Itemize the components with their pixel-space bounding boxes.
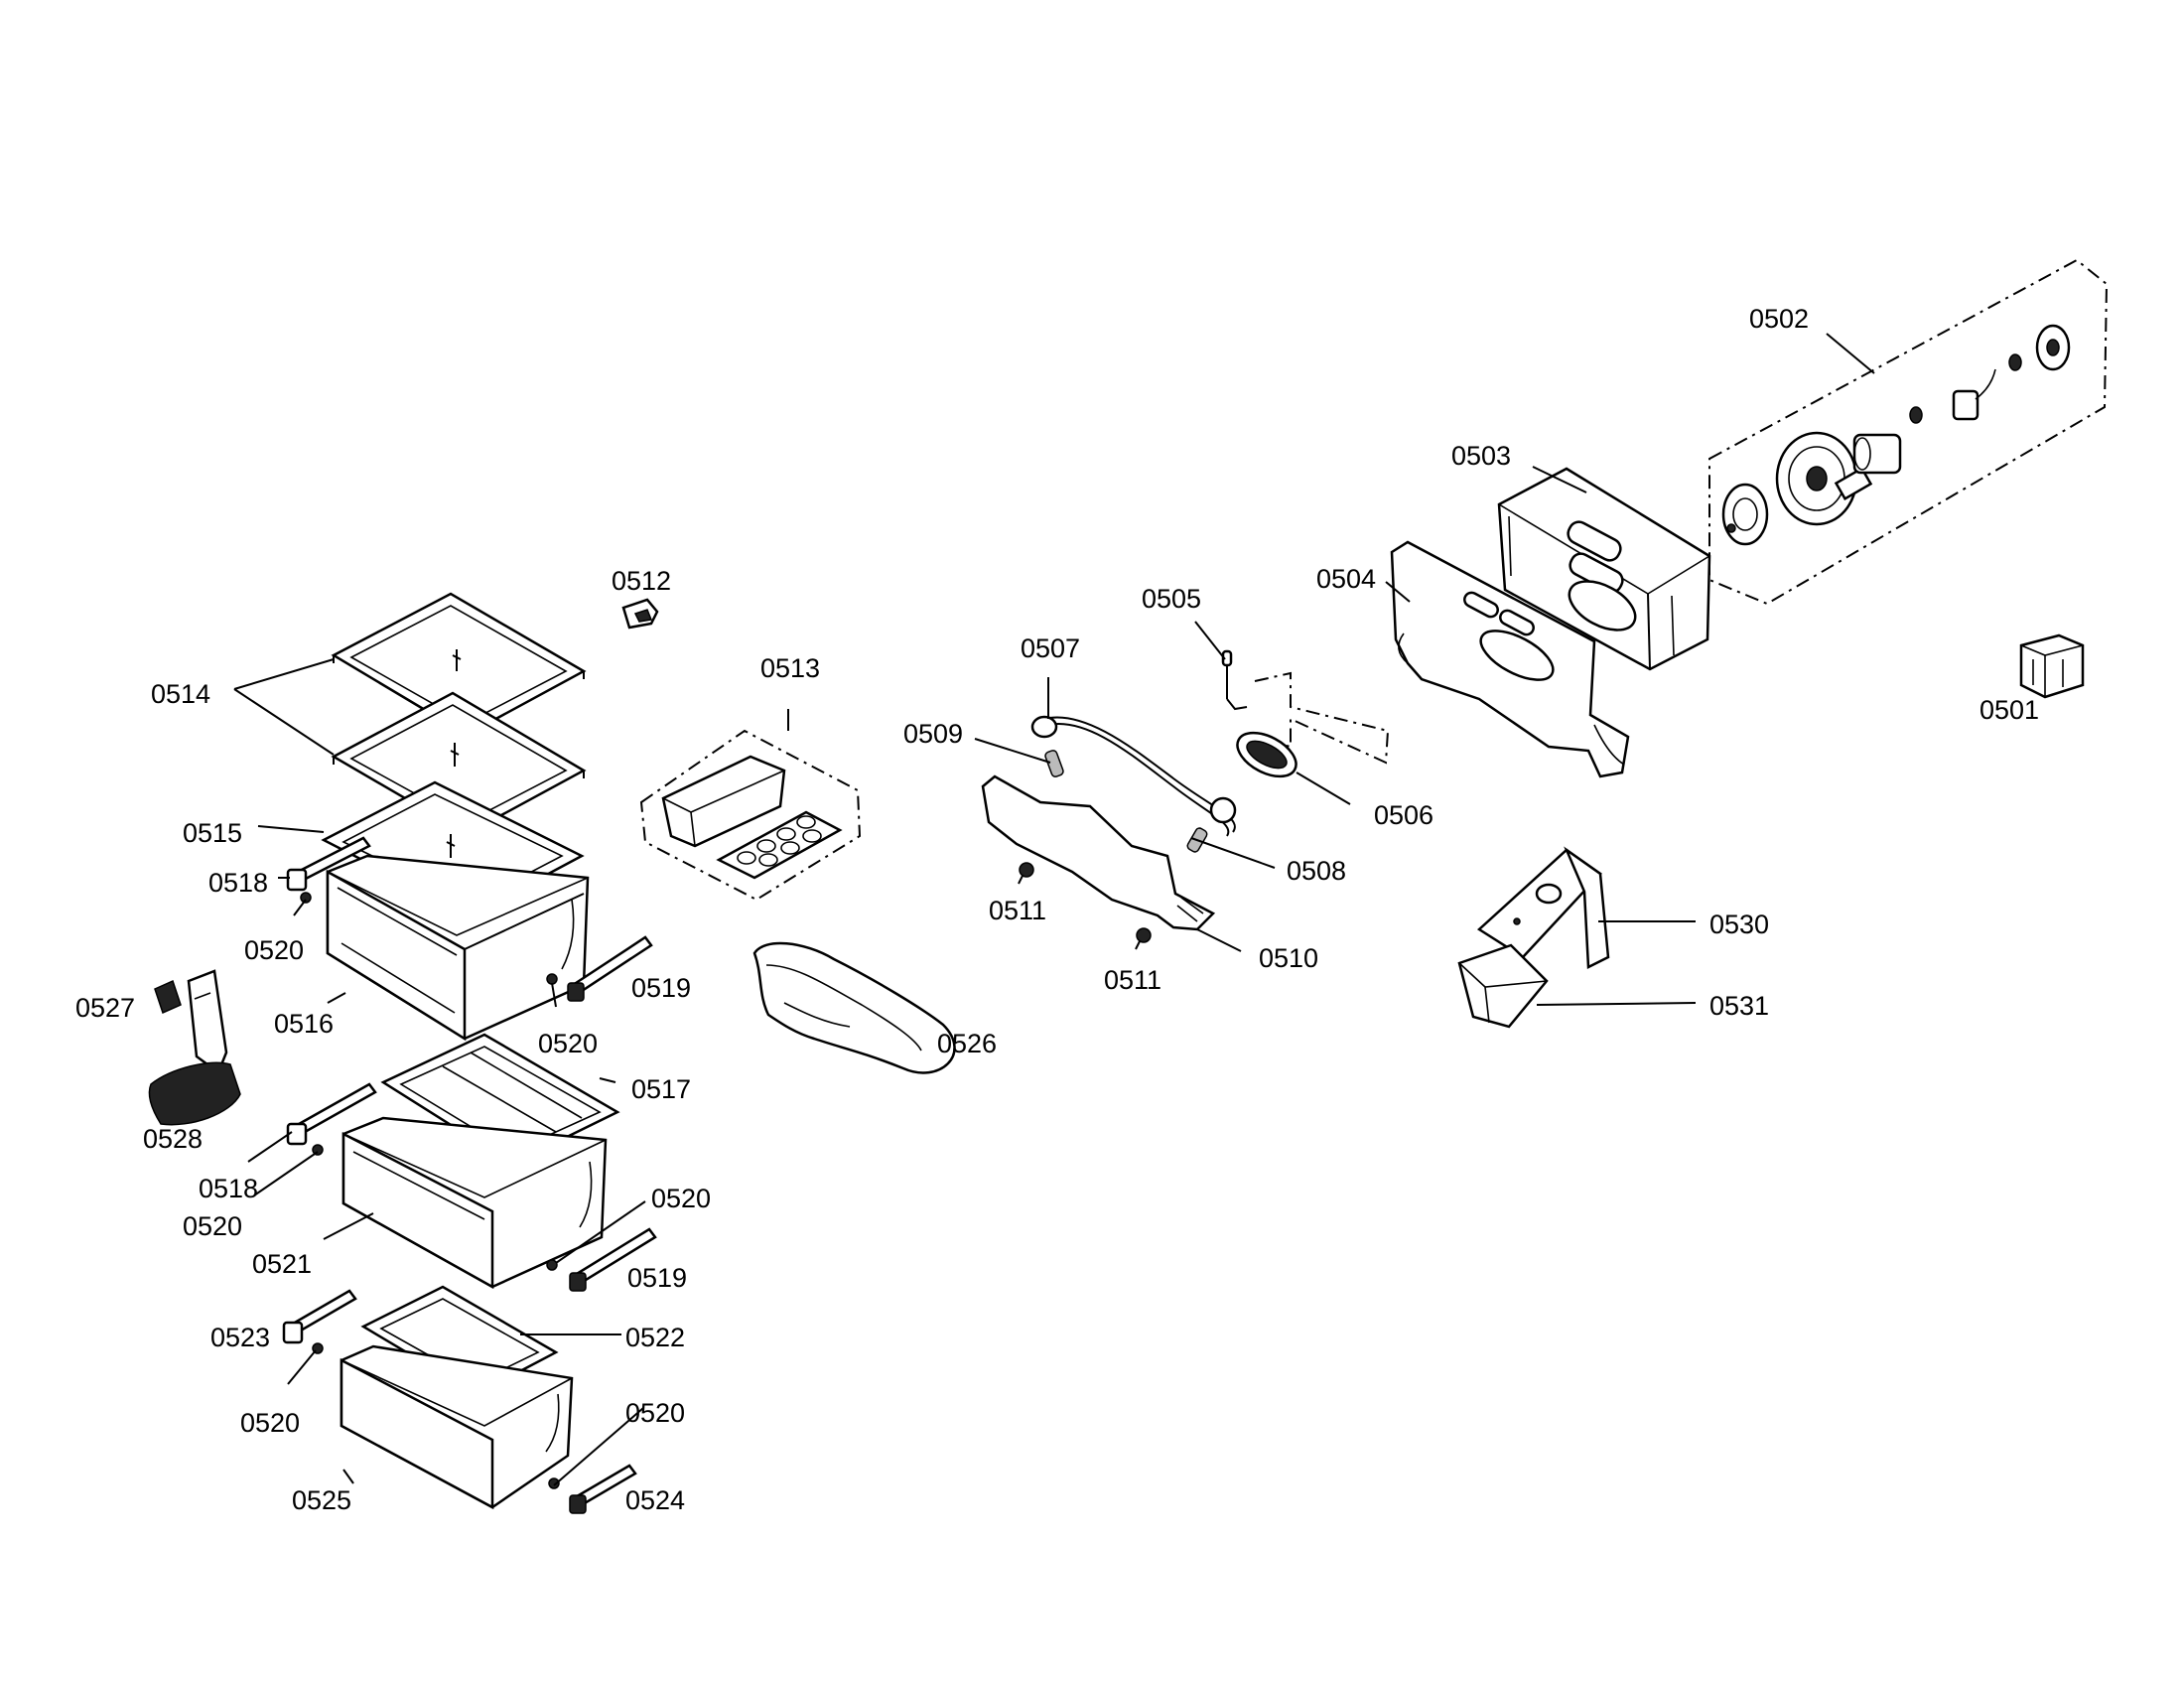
label-0504: 0504 — [1316, 564, 1376, 594]
label-0517: 0517 — [631, 1074, 691, 1104]
label-0524: 0524 — [625, 1485, 685, 1515]
label-0514: 0514 — [151, 679, 210, 709]
air-duct-hose — [752, 941, 956, 1074]
label-0513: 0513 — [760, 653, 820, 683]
shelf-pins — [446, 649, 462, 858]
egg-tray-assembly — [639, 729, 862, 902]
damper-box — [1457, 943, 1549, 1029]
crisper-drawer-lower — [340, 1344, 574, 1510]
mounting-bracket — [1476, 846, 1610, 970]
label-0501: 0501 — [1979, 695, 2039, 725]
drawer-slide-middle-right — [546, 1227, 657, 1292]
label-0518-middle: 0518 — [199, 1174, 258, 1203]
label-0509: 0509 — [903, 719, 963, 749]
label-0521: 0521 — [252, 1249, 312, 1279]
oval-grommet — [1236, 731, 1297, 778]
label-0525: 0525 — [292, 1485, 351, 1515]
label-0516: 0516 — [274, 1009, 334, 1039]
evaporator-cover-plate — [1390, 540, 1630, 778]
label-0523: 0523 — [210, 1323, 270, 1352]
shelf-clip — [621, 598, 659, 630]
duct-cover — [981, 774, 1216, 931]
screws-0511 — [1018, 862, 1152, 950]
label-0518-upper: 0518 — [208, 868, 268, 898]
label-0526: 0526 — [937, 1029, 997, 1058]
drawer-slide-lower-right — [548, 1464, 637, 1514]
label-0512: 0512 — [612, 566, 671, 596]
label-0520-d: 0520 — [651, 1184, 711, 1213]
wire-harness — [1030, 715, 1237, 853]
label-0510: 0510 — [1259, 943, 1318, 973]
label-0505: 0505 — [1142, 584, 1201, 614]
drawer-slide-lower-left — [282, 1289, 357, 1354]
label-0527: 0527 — [75, 993, 135, 1023]
label-0519-middle: 0519 — [627, 1263, 687, 1293]
label-0519-upper: 0519 — [631, 973, 691, 1003]
crisper-drawer-upper — [326, 854, 590, 1042]
label-0520-a: 0520 — [244, 935, 304, 965]
label-0520-e: 0520 — [240, 1408, 300, 1438]
leader-lines — [233, 333, 1875, 1486]
label-0531: 0531 — [1709, 991, 1769, 1021]
crisper-drawer-middle — [341, 1116, 608, 1290]
fan-motor-assembly — [1708, 258, 2109, 606]
label-0528: 0528 — [143, 1124, 203, 1154]
label-0511-left: 0511 — [989, 896, 1046, 925]
label-0530: 0530 — [1709, 910, 1769, 939]
label-0515: 0515 — [183, 818, 242, 848]
label-0508: 0508 — [1287, 856, 1346, 886]
drawer-slide-upper-left — [286, 836, 371, 904]
label-0522: 0522 — [625, 1323, 685, 1352]
label-0520-f: 0520 — [625, 1398, 685, 1428]
label-0520-c: 0520 — [183, 1211, 242, 1241]
part-number-labels: 0501 0502 0503 0504 0505 0506 0507 0508 … — [75, 304, 2039, 1515]
control-block-part — [2019, 633, 2085, 699]
label-0507: 0507 — [1021, 633, 1080, 663]
label-0511-right: 0511 — [1104, 965, 1161, 995]
air-filter-housing — [148, 969, 241, 1126]
label-0502: 0502 — [1749, 304, 1809, 334]
label-0506: 0506 — [1374, 800, 1433, 830]
filter-pad — [154, 979, 182, 1015]
sensor-probe — [1221, 649, 1390, 765]
label-0503: 0503 — [1451, 441, 1511, 471]
label-0520-b: 0520 — [538, 1029, 598, 1058]
evaporator-cover-housing — [1497, 467, 1711, 671]
